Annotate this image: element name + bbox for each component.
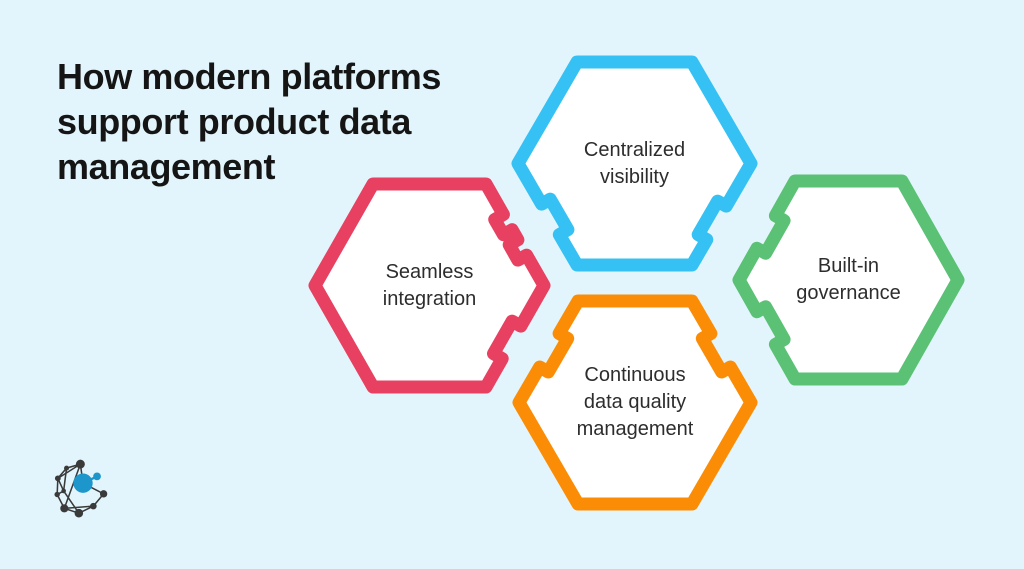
hexagon-shape [732,174,965,386]
hexagon-label-line: Built-in [817,255,880,277]
hexagon-shape [512,294,758,511]
logo-network-nodes [54,459,108,518]
hexagon-label: Centralized visibility [511,55,758,272]
hexagon-label: Built-in governance [732,174,965,386]
hexagon-continuous-data-quality-management: Continuous data quality management [512,294,758,511]
hexagon-outline-icon [732,174,965,386]
hexagon-shape [511,55,758,272]
hexagon-centralized-visibility: Centralized visibility [511,55,758,272]
hexagon-outline-icon [511,55,758,272]
hexagon-label-line: governance [796,282,901,304]
page-title: How modern platforms support product dat… [57,54,441,189]
hexagon-label: Continuous data quality management [512,294,758,511]
logo-accent-nodes [73,472,101,493]
hexagon-label-line: Continuous [584,364,686,386]
hexagon-label-line: visibility [600,165,669,188]
hexagon-label: Seamless integration [308,177,551,394]
hexagon-label-line: data quality [583,391,687,413]
hexagon-seamless-integration: Seamless integration [308,177,551,394]
hexagon-label-line: Seamless [385,260,474,283]
hexagon-outline-icon [512,294,758,511]
page-title-line: support product data [57,101,411,142]
hexagon-label-line: integration [382,287,477,310]
page-title-line: management [57,146,276,187]
hexagon-built-in-governance: Built-in governance [732,174,965,386]
hexagon-outline-icon [308,177,551,394]
hexagon-label-line: management [576,418,694,440]
hexagon-shape [308,177,551,394]
hexagon-label-line: Centralized [583,138,686,161]
page-title-line: How modern platforms [57,56,442,97]
network-graph-logo-icon [54,459,108,518]
